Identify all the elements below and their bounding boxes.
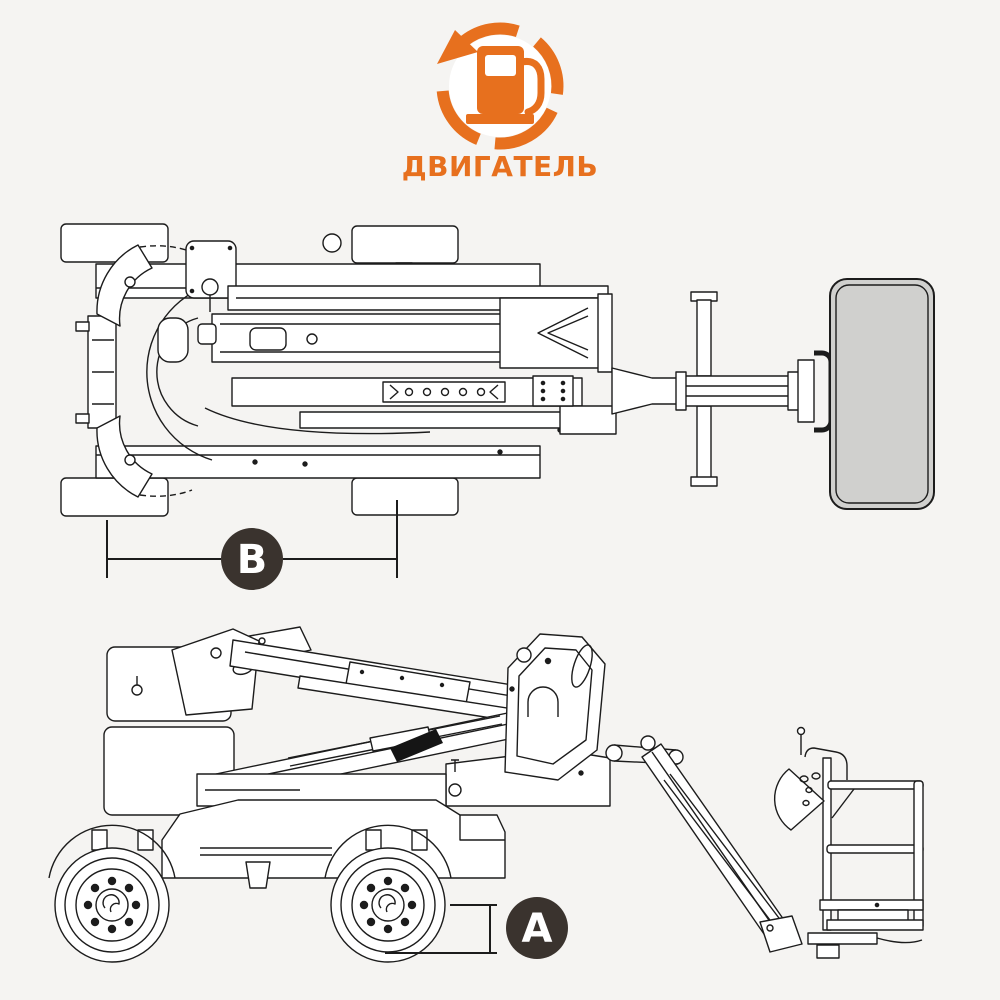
- cycle-ring: [436, 22, 564, 150]
- side-view-elbow: [445, 633, 611, 807]
- side-view-front-wheel: [54, 847, 170, 963]
- dimension-a-label: A: [522, 906, 553, 952]
- top-view-boom: [157, 285, 617, 435]
- side-view-jib: [605, 735, 803, 953]
- dimension-a: A: [385, 897, 568, 959]
- side-view-drawing: [48, 626, 924, 963]
- top-view-drawing: [60, 223, 935, 517]
- top-view-jib-link: [611, 291, 834, 487]
- top-view-platform: [829, 278, 935, 510]
- engine-title: ДВИГАТЕЛЬ: [401, 150, 599, 183]
- side-view-platform: [773, 726, 924, 959]
- fuel-pump-recycle-icon: [436, 22, 564, 150]
- top-view-wheels: [60, 223, 459, 517]
- side-view-rear-wheel: [330, 847, 446, 963]
- dimension-a-badge: [506, 897, 568, 959]
- dimension-b-badge: [221, 528, 283, 590]
- arrow-head-icon: [437, 30, 478, 64]
- dimension-b-label: B: [237, 537, 268, 583]
- dimension-b: B: [106, 500, 398, 590]
- fuel-pump-icon: [466, 46, 545, 124]
- top-view-chassis: [75, 233, 563, 479]
- top-view-turret: [96, 240, 431, 498]
